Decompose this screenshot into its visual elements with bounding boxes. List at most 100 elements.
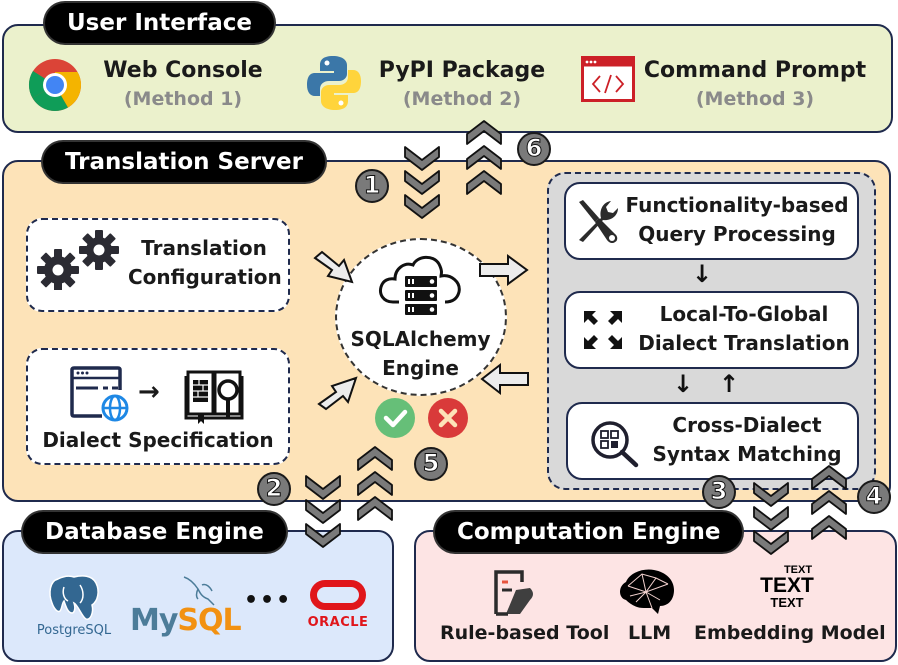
chevron-down-icon [305,523,341,548]
sqlalchemy-engine[interactable]: SQLAlchemy Engine [335,238,507,396]
text-embedding-icon: TEXT TEXT TEXT [752,564,822,610]
method-label: (Method 1) [123,88,243,110]
expand-arrows-icon [582,309,624,351]
text-small: TEXT [770,595,804,610]
label-line: SQLAlchemy [350,327,491,351]
chevron-down-icon [404,194,440,219]
method-label: (Method 2) [402,88,522,110]
rule-based-tool-icon [490,568,536,618]
chevron-down-icon [305,475,341,500]
mysql-wordmark: MySQL [130,603,242,638]
up-arrow-icon: ↑ [719,370,740,398]
label-line: Engine [382,356,459,380]
step-badge-5: 5 [414,447,448,481]
pipeline-step-label: Functionality-based Query Processing [622,191,852,249]
chevron-down-icon [753,506,789,531]
translation-configuration-label: Translation Configuration [128,234,282,292]
label-line: Query Processing [638,222,836,246]
postgresql-logo: PostgreSQL [34,573,114,638]
chevron-down-icon [753,530,789,555]
translation-configuration-box[interactable]: Translation Configuration [26,218,290,312]
flow-up-chevrons-computation-to-server [811,465,847,540]
chevron-down-icon [753,482,789,507]
ellipsis: ••• [244,588,293,613]
step-badge-4: 4 [857,480,891,514]
translation-server-title: Translation Server [43,142,325,182]
flow-up-chevrons-db-to-server [357,446,393,521]
flow-down-chevrons-ui-to-server [404,146,440,219]
method-web-console[interactable]: Web Console (Method 1) [98,56,268,112]
computation-item-embedding-model: Embedding Model [694,622,886,644]
label-line: Local-To-Global [659,302,829,326]
chevron-up-icon [357,471,393,496]
oracle-logo: ORACLE [303,580,373,630]
right-arrow-icon: → [138,377,160,407]
step-badge-1: 1 [355,169,389,203]
down-arrow-icon: ↓ [692,260,713,288]
label-line: Dialect Translation [638,331,850,355]
oracle-label: ORACLE [307,615,369,630]
chevron-up-icon [357,446,393,471]
label-line: Functionality-based [625,193,849,217]
hollow-arrow-engine-to-pipeline [479,254,529,286]
step-badge-6: 6 [517,132,551,166]
label-line: Translation [141,236,267,260]
label-line: Configuration [128,265,282,289]
llm-brain-icon [616,568,678,616]
postgresql-label: PostgreSQL [36,623,112,638]
cloud-server-icon [377,252,465,322]
pipeline-step-dialect-translation[interactable]: Local-To-Global Dialect Translation [564,291,859,369]
flow-down-chevrons-server-to-db [305,475,341,548]
database-engine-title: Database Engine [23,512,286,552]
down-arrow-icon: ↓ [673,370,694,398]
browser-globe-icon [70,366,132,424]
chrome-icon [28,58,82,112]
chevron-up-icon [466,120,502,145]
method-name: Web Console [103,58,263,83]
step-badge-3: 3 [702,475,736,509]
flow-up-chevrons-server-to-ui [466,120,502,195]
chevron-down-icon [404,170,440,195]
book-search-icon [184,364,246,426]
text-large: TEXT [760,574,814,597]
pipeline-step-label: Cross-Dialect Syntax Matching [642,411,852,469]
method-label: (Method 3) [695,88,815,110]
tools-icon [573,196,623,246]
code-window-icon [581,56,635,102]
chevron-down-icon [404,146,440,171]
step-badge-2: 2 [257,472,291,506]
oracle-ring-icon [310,580,366,610]
computation-item-llm: LLM [628,622,672,644]
chevron-up-icon [466,145,502,170]
chevron-up-icon [811,490,847,515]
success-check-icon [375,398,415,438]
mysql-my: My [130,603,178,638]
flow-down-chevrons-server-to-computation [753,482,789,555]
chevron-up-icon [466,170,502,195]
computation-item-rule-based-tool: Rule-based Tool [440,622,610,644]
method-command-prompt[interactable]: Command Prompt (Method 3) [640,56,870,112]
text-small: TEXT [783,564,813,576]
mysql-sql: SQL [177,603,241,638]
chevron-up-icon [811,465,847,490]
dialect-specification-box[interactable]: → Dialect Specification [26,348,290,465]
method-pypi-package[interactable]: PyPI Package (Method 2) [372,56,552,112]
failure-x-icon [428,398,468,438]
hollow-arrow-spec-to-engine [317,376,358,411]
user-interface-title: User Interface [45,3,274,43]
pipeline-step-query-processing[interactable]: Functionality-based Query Processing [564,182,859,260]
method-name: PyPI Package [378,58,546,83]
python-icon [305,54,363,112]
chevron-up-icon [811,515,847,540]
hollow-arrow-pipeline-to-engine [480,362,529,396]
method-name: Command Prompt [643,58,867,83]
pipeline-step-label: Local-To-Global Dialect Translation [634,300,854,358]
chevron-down-icon [305,499,341,524]
grid-search-icon [590,420,640,468]
gears-icon [36,230,128,290]
hollow-arrow-config-to-engine [313,250,354,284]
computation-engine-title: Computation Engine [435,512,743,552]
dialect-specification-label: Dialect Specification [42,428,274,452]
dolphin-icon [183,576,215,606]
chevron-up-icon [357,496,393,521]
